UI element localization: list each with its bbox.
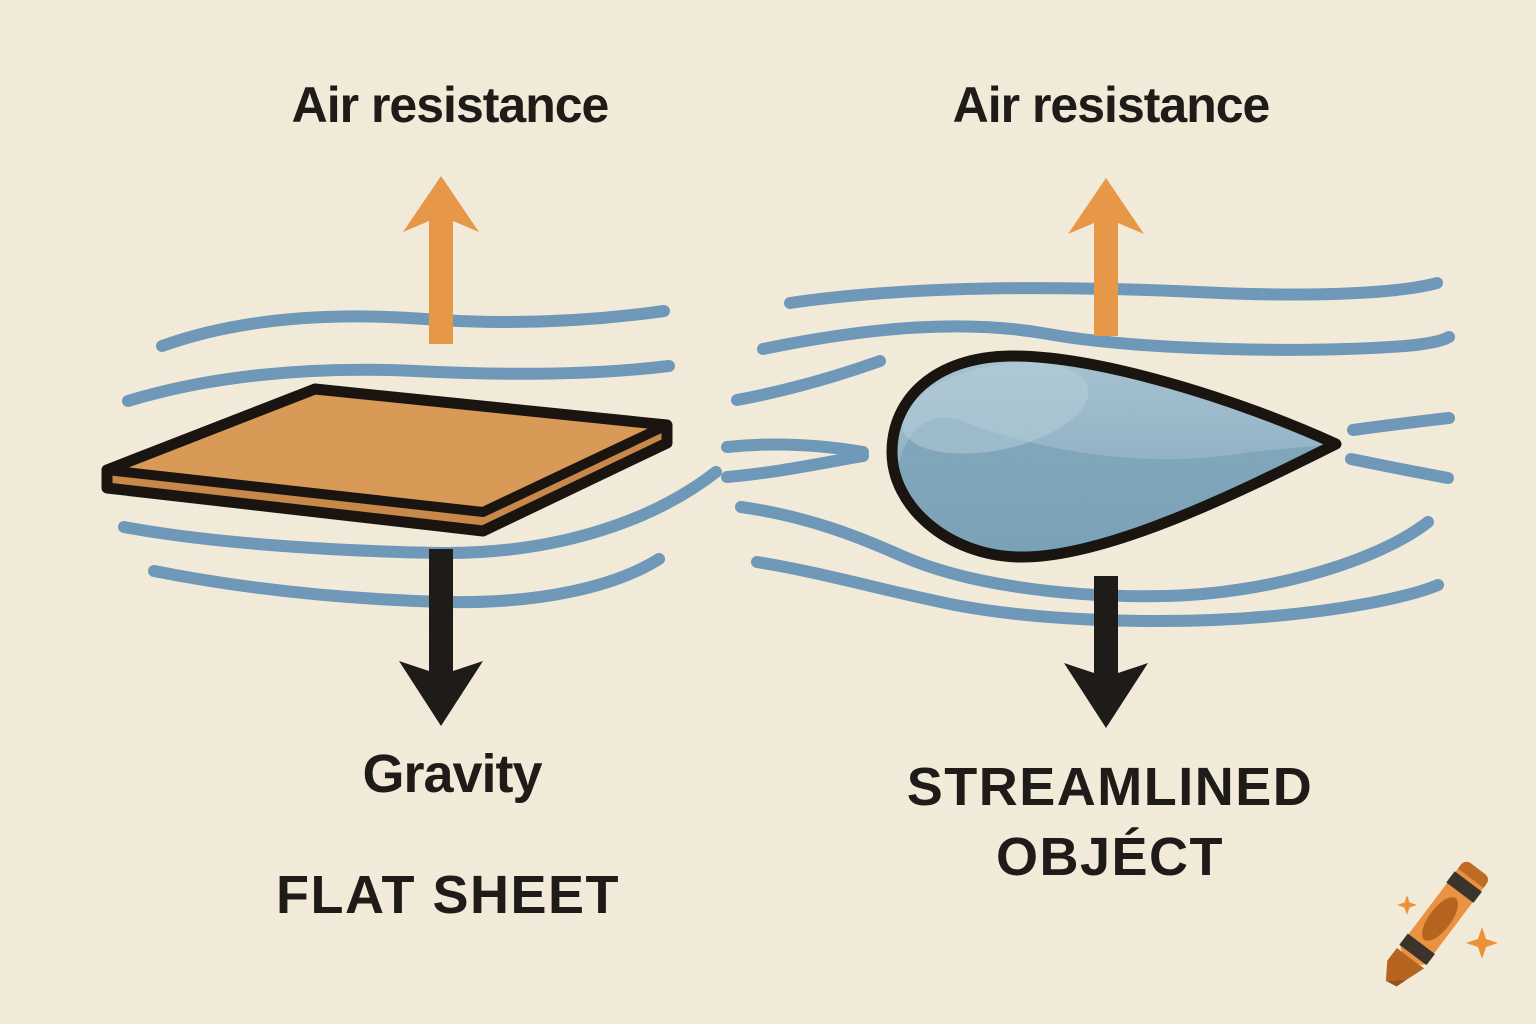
air-resistance-label-right: Air resistance: [952, 77, 1271, 133]
streamlined-object-caption: STREAMLINED OBJÉCT: [907, 752, 1314, 892]
caption-line-2: OBJÉCT: [995, 827, 1225, 887]
caption-line-1: STREAMLINED: [906, 757, 1314, 817]
air-resistance-label-left: Air resistance: [291, 77, 610, 133]
flat-sheet-caption: FLAT SHEET: [276, 865, 620, 925]
gravity-label: Gravity: [362, 744, 542, 804]
